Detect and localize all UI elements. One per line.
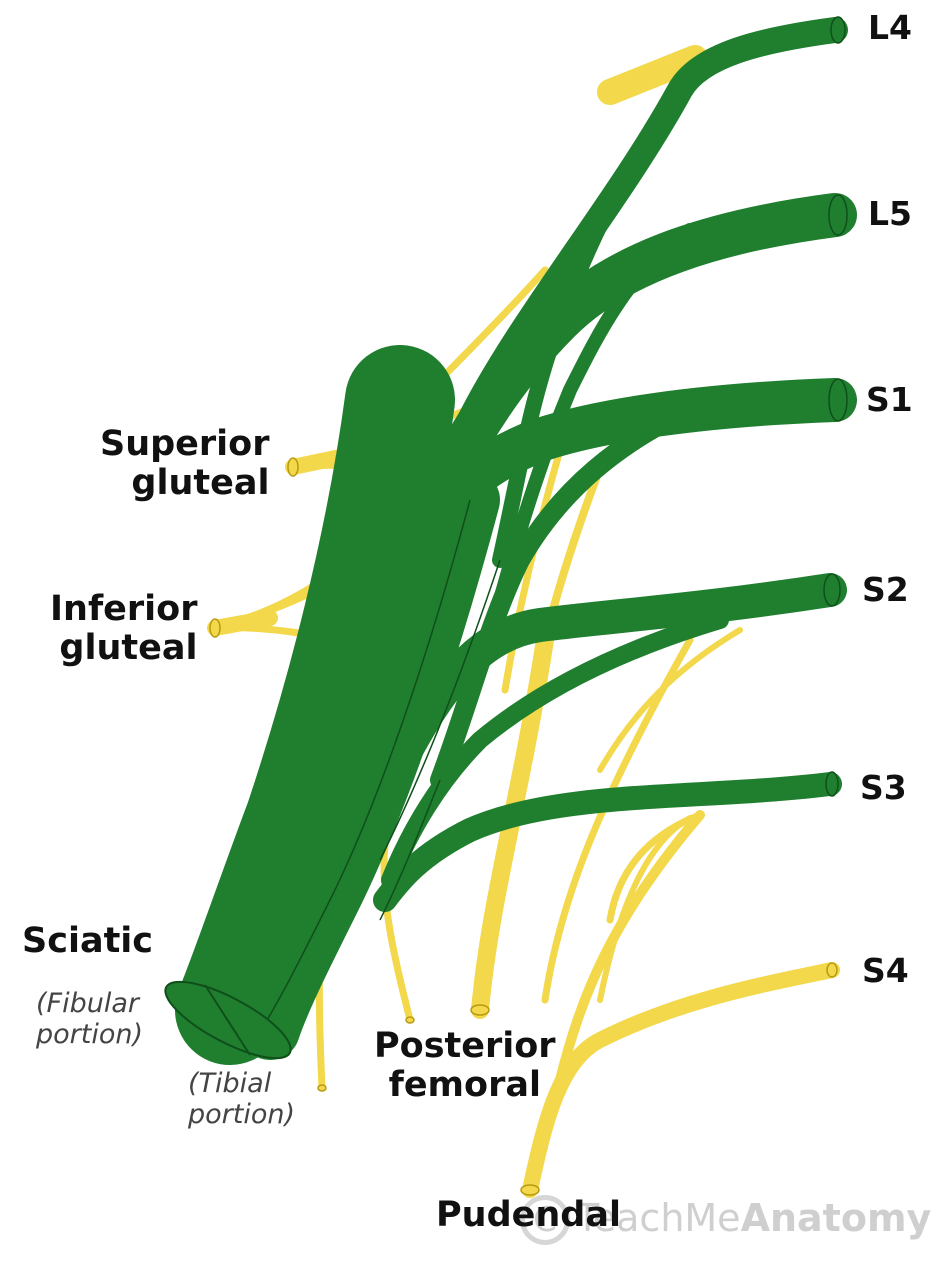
tibial-portion-line-1: (Tibial — [188, 1068, 295, 1099]
root-label-s1: S1 — [866, 382, 913, 419]
inferior-gluteal-line-2: gluteal — [50, 629, 197, 668]
s2-cap — [824, 574, 840, 606]
s3-root-trunk — [385, 784, 830, 900]
watermark-bold: Anatomy — [741, 1196, 932, 1240]
green-nerves — [230, 30, 835, 1030]
watermark-text: TeachMeAnatomy — [576, 1196, 931, 1240]
superior-gluteal-line-1: Superior — [100, 425, 269, 464]
inferior-gluteal-line-1: Inferior — [50, 590, 197, 629]
superior-gluteal-label: Superior gluteal — [100, 425, 269, 503]
superior-gluteal-line-2: gluteal — [100, 464, 269, 503]
inferior-gluteal-label: Inferior gluteal — [50, 590, 197, 668]
posterior-femoral-label: Posterior femoral — [374, 1027, 556, 1105]
l4-cap — [831, 17, 845, 43]
root-label-s2: S2 — [862, 572, 909, 609]
posterior-femoral-line-2: femoral — [374, 1066, 556, 1105]
root-label-s4: S4 — [862, 953, 909, 990]
sciatic-label: Sciatic — [22, 922, 153, 961]
fibular-portion-line-2: portion) — [36, 1019, 143, 1050]
posterior-femoral-line-1: Posterior — [374, 1027, 556, 1066]
root-label-l5: L5 — [868, 196, 912, 233]
pudendal-label: Pudendal — [436, 1196, 621, 1235]
tibial-portion-label: (Tibial portion) — [188, 1068, 295, 1130]
root-label-l4: L4 — [868, 10, 912, 47]
l5-cap — [829, 195, 847, 235]
fibular-portion-line-1: (Fibular — [36, 988, 143, 1019]
root-label-s3: S3 — [860, 770, 907, 807]
s1-cap — [829, 379, 847, 421]
fibular-portion-label: (Fibular portion) — [36, 988, 143, 1050]
s3-cap — [826, 772, 838, 796]
tibial-portion-line-2: portion) — [188, 1099, 295, 1130]
